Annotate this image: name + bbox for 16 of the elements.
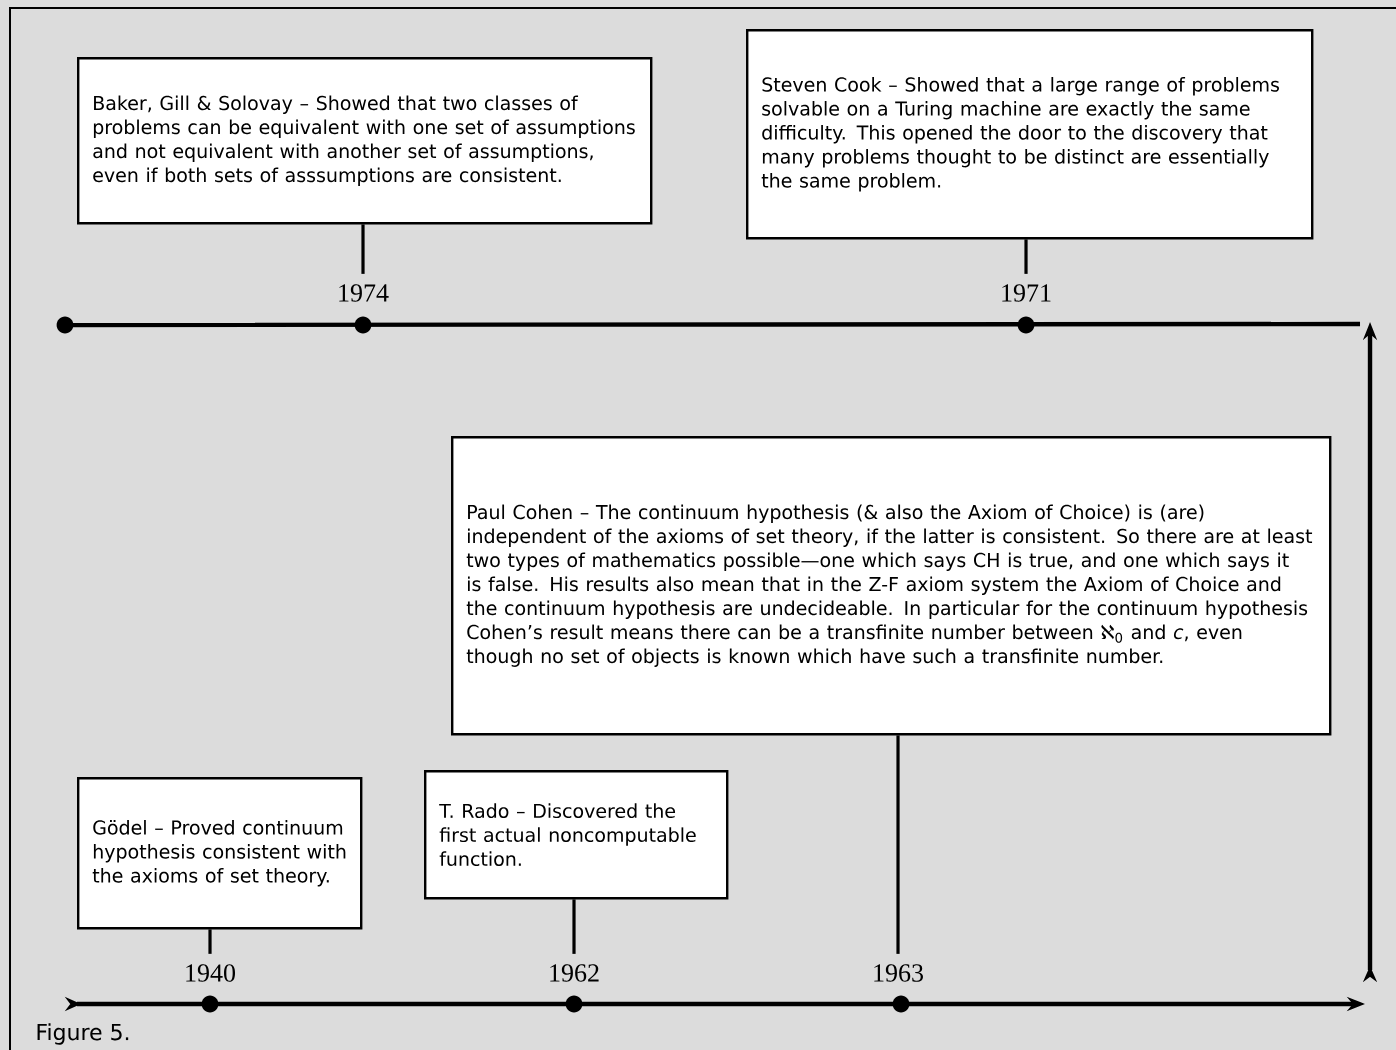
caption: Figure 5. [37, 1023, 129, 1045]
year-label: 1963 [874, 964, 923, 982]
event-box: Paul Cohen – The continuum hypothesis (& also the Axiom of Choice) is (are) independent of the axioms of set theory, if the latter is consistent. So there are at least two types of mathematics possible—one which says CH is true, and one which says it is false. His results also mean that in the Z-F axiom system the Axiom of Choice and the continuum hypothesis are undecideable. In particular for the continuum hypothesis Cohen’s result means there can be a transfinite number between ℵ$_{0}$ and c, even though no set of objects is known which have such a transfinite number. [451, 436, 1332, 736]
tick-line [572, 899, 576, 954]
year-label: 1962 [550, 964, 599, 982]
event-box: Baker, Gill & Solovay – Showed that two classes of problems can be equivalent with one set of assumptions and not equivalent with another set of assumptions, even if both sets of asssumptions are consistent. [77, 57, 653, 225]
year-label: 1974 [339, 284, 389, 302]
event-box: Steven Cook – Showed that a large range of problems solvable on a Turing machine are exactly the same difficulty. This opened the door to the discovery that many problems thought to be distinct are essentially the same problem. [746, 29, 1314, 240]
tick-line [1024, 239, 1028, 274]
tick-line [208, 929, 212, 954]
year-label: 1940 [186, 964, 235, 982]
year-label: 1971 [1002, 284, 1051, 302]
event-box: Gödel – Proved continuum hypothesis consistent with the axioms of set theory. [77, 777, 363, 930]
tick-line [361, 224, 365, 274]
tick-line [896, 735, 900, 954]
event-box: T. Rado – Discovered the first actual noncomputable function. [424, 770, 729, 900]
